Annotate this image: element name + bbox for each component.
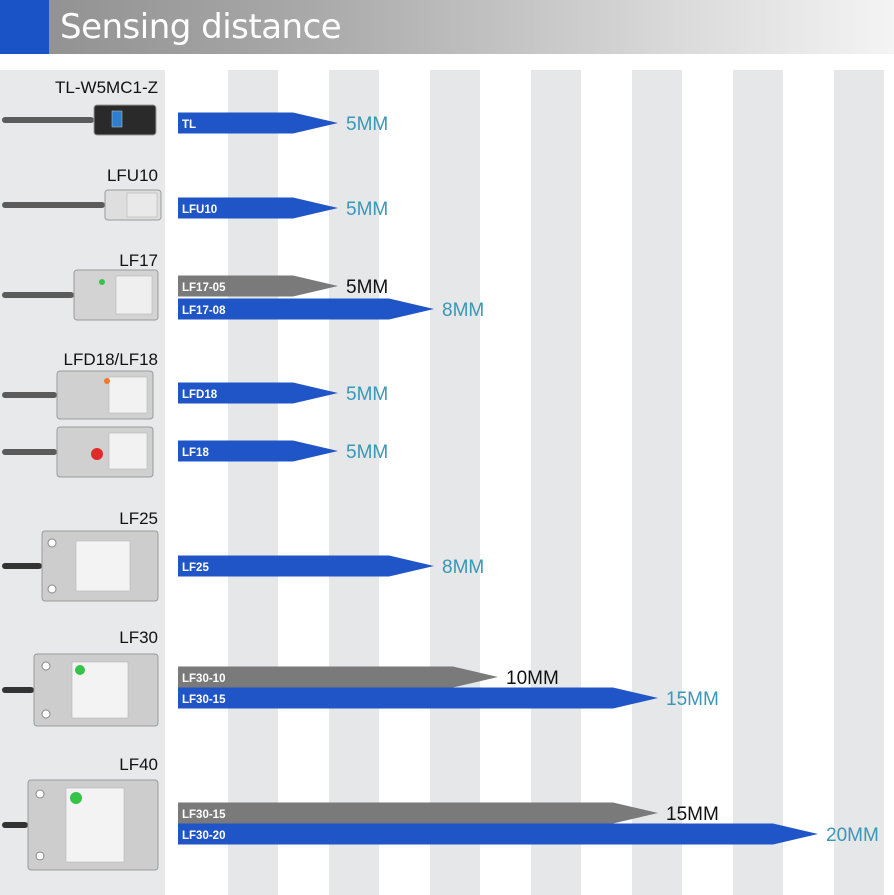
sensor-led-shape	[75, 665, 85, 675]
bar-model-label: LF17-05	[182, 282, 226, 294]
cable-shape	[2, 292, 74, 298]
distance-bar	[178, 823, 818, 845]
mount-hole-shape	[41, 661, 51, 671]
distance-bar	[178, 112, 338, 134]
lfd18-sensor-image	[2, 370, 154, 420]
cable-shape	[2, 822, 28, 828]
lf18-sensor-image	[2, 426, 154, 478]
distance-bar	[178, 555, 434, 577]
mount-hole-shape	[47, 584, 57, 594]
bar-value-label: 5MM	[346, 199, 388, 220]
product-name-label: LF17	[119, 251, 158, 270]
product-name-label: LF30	[119, 628, 158, 647]
distance-bar	[178, 275, 338, 297]
sensor-face-shape	[126, 192, 158, 218]
bar-model-label: LFD18	[182, 389, 218, 401]
distance-bar	[178, 687, 658, 709]
sensor-face-shape	[111, 110, 123, 128]
bar-model-label: LF25	[182, 562, 209, 574]
sensor-body-shape	[93, 104, 157, 136]
bar-value-label: 15MM	[666, 804, 719, 825]
bar-value-label: 5MM	[346, 384, 388, 405]
bar-model-label: LFU10	[182, 204, 217, 216]
grid-band	[531, 70, 581, 895]
tl-sensor-image	[2, 104, 157, 136]
distance-bar	[178, 298, 434, 320]
page-title: Sensing distance	[60, 7, 342, 47]
grid-band	[228, 70, 278, 895]
mount-hole-shape	[35, 789, 45, 799]
bar-value-label: 5MM	[346, 114, 388, 135]
grid-band	[834, 70, 884, 895]
distance-bar	[178, 802, 658, 824]
sensor-led-shape	[104, 378, 110, 384]
cable-shape	[2, 449, 57, 455]
distance-bar	[178, 440, 338, 462]
lf30-sensor-image	[2, 653, 159, 727]
mount-hole-shape	[47, 538, 57, 548]
cable-shape	[2, 392, 57, 398]
product-name-label: LF25	[119, 509, 158, 528]
bar-value-label: 10MM	[506, 668, 559, 689]
bar-model-label: TL	[182, 119, 196, 131]
grid-band	[632, 70, 682, 895]
sensor-led-shape	[91, 448, 103, 460]
bar-value-label: 8MM	[442, 300, 484, 321]
bar-model-label: LF18	[182, 447, 209, 459]
lf17-sensor-image	[2, 269, 159, 321]
grid-band	[329, 70, 379, 895]
bar-value-label: 20MM	[826, 825, 879, 846]
bar-model-label: LF30-15	[182, 694, 226, 706]
bar-model-label: LF30-10	[182, 673, 225, 685]
title-banner: Sensing distance	[0, 0, 894, 54]
sensor-face-shape	[115, 275, 153, 315]
cable-shape	[2, 117, 94, 123]
bar-value-label: 5MM	[346, 442, 388, 463]
sensor-led-shape	[70, 792, 82, 804]
product-name-label: LFD18/LF18	[64, 350, 159, 369]
cable-shape	[2, 687, 34, 693]
mount-hole-shape	[41, 709, 51, 719]
grid-band	[430, 70, 480, 895]
product-name-label: LFU10	[107, 166, 158, 185]
lf25-sensor-image	[2, 530, 159, 602]
sensor-face-shape	[108, 376, 148, 414]
bar-model-label: LF30-15	[182, 809, 226, 821]
bar-value-label: 8MM	[442, 557, 484, 578]
sensor-face-shape	[108, 432, 148, 470]
product-images	[2, 104, 162, 871]
cable-shape	[2, 563, 42, 569]
lfu10-sensor-image	[2, 189, 162, 221]
sensor-face-shape	[75, 540, 131, 592]
bar-model-label: LF17-08	[182, 305, 226, 317]
distance-bar	[178, 666, 498, 688]
product-name-label: LF40	[119, 755, 158, 774]
distance-bar	[178, 382, 338, 404]
product-name-label: TL-W5MC1-Z	[55, 78, 158, 97]
bar-model-label: LF30-20	[182, 830, 225, 842]
title-accent-block	[0, 0, 49, 54]
bar-value-label: 15MM	[666, 689, 719, 710]
grid-band	[733, 70, 783, 895]
cable-shape	[2, 202, 105, 208]
distance-bar	[178, 197, 338, 219]
mount-hole-shape	[35, 851, 45, 861]
bar-value-label: 5MM	[346, 277, 388, 298]
grid-bands	[228, 70, 884, 895]
sensor-led-shape	[99, 279, 105, 285]
lf40-sensor-image	[2, 779, 159, 871]
